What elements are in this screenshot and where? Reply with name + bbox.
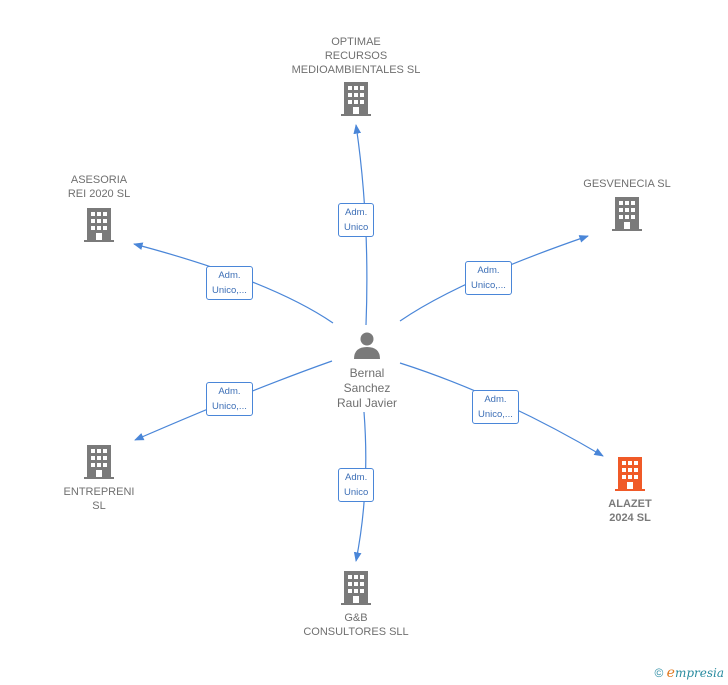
role-label-optimae[interactable]: Adm. Unico — [338, 203, 375, 237]
company-node-gesvenecia[interactable]: GESVENECIA SL — [572, 177, 682, 231]
building-icon — [341, 82, 371, 116]
company-name: ENTREPRENI SL — [63, 486, 135, 512]
company-node-entrepreni[interactable]: ENTREPRENI SL — [44, 445, 154, 513]
person-icon — [354, 332, 380, 359]
company-name: G&B CONSULTORES SLL — [303, 612, 409, 638]
company-node-gb[interactable]: G&B CONSULTORES SLL — [286, 571, 426, 639]
role-label-entrepreni[interactable]: Adm. Unico,... — [206, 382, 253, 416]
role-label-alazet[interactable]: Adm. Unico,... — [472, 390, 519, 424]
building-icon — [612, 197, 642, 231]
company-node-optimae[interactable]: OPTIMAE RECURSOS MEDIOAMBIENTALES SL — [268, 35, 444, 116]
role-label-gb[interactable]: Adm. Unico — [338, 468, 375, 502]
person-name: Bernal Sanchez Raul Javier — [336, 366, 398, 410]
building-icon — [84, 445, 114, 479]
company-node-asesoria[interactable]: ASESORIA REI 2020 SL — [44, 173, 154, 242]
brand-logo: © empresia — [654, 665, 724, 681]
company-name: ALAZET 2024 SL — [608, 498, 652, 524]
company-name: GESVENECIA SL — [583, 178, 671, 190]
role-label-gesvenecia[interactable]: Adm. Unico,... — [465, 261, 512, 295]
brand-name: mpresia — [674, 666, 724, 680]
person-node[interactable]: Bernal Sanchez Raul Javier — [318, 330, 416, 411]
building-icon — [341, 571, 371, 605]
copyright-symbol: © — [654, 666, 664, 680]
company-name: ASESORIA REI 2020 SL — [67, 174, 131, 200]
brand-initial: e — [666, 665, 675, 681]
company-name: OPTIMAE RECURSOS MEDIOAMBIENTALES SL — [291, 36, 421, 76]
role-label-asesoria[interactable]: Adm. Unico,... — [206, 266, 253, 300]
building-icon — [615, 457, 645, 491]
company-node-alazet[interactable]: ALAZET 2024 SL — [575, 457, 685, 525]
building-icon — [84, 208, 114, 242]
